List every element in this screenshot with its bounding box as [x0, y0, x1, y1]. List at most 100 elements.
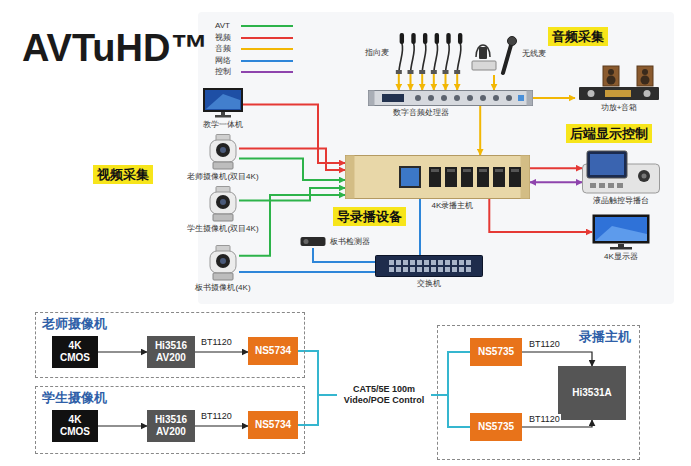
- icon-rect: [369, 91, 533, 106]
- icon-circle: [216, 254, 230, 268]
- icon-rect: [424, 267, 429, 272]
- icon-circle: [216, 195, 230, 209]
- connector-branch: [445, 74, 447, 90]
- device-caption: 数字音频处理器: [393, 108, 449, 118]
- connector: [298, 352, 470, 425]
- icon-rect: [382, 94, 404, 102]
- icon-rect: [210, 251, 236, 273]
- connector: [239, 271, 375, 273]
- device-caption: 无线麦: [522, 49, 546, 59]
- icon-rect: [587, 151, 627, 178]
- connector-branch: [456, 74, 458, 90]
- connector: [493, 75, 495, 90]
- brand-logo: AVTuHD™: [22, 26, 208, 70]
- icon-rect: [389, 267, 394, 272]
- chip-text: NS5735: [478, 346, 514, 358]
- device-caption: 学生摄像机(双目4K): [187, 224, 258, 234]
- icon-rect: [213, 162, 233, 169]
- icon-rect: [463, 169, 471, 172]
- device-icon: [375, 255, 483, 277]
- chip-text: NS5734: [255, 419, 291, 431]
- icon-rect: [593, 215, 650, 244]
- icon-circle: [506, 95, 512, 101]
- legend-row: 网络: [215, 56, 295, 67]
- icon-path: [206, 94, 240, 109]
- group-title: 老师摄像机: [42, 316, 107, 331]
- icon-rect: [401, 168, 419, 186]
- icon-path: [446, 43, 450, 74]
- icon-rect: [459, 260, 464, 265]
- dashed-group: 学生摄像机4K CMOSHi3516 AV200NS5734: [35, 386, 305, 454]
- device-caption: 交换机: [417, 279, 441, 289]
- tag-text: 音频采集: [552, 29, 604, 44]
- device-caption: 老师摄像机(双目4K): [187, 172, 258, 182]
- device-node: 教学一体机: [203, 88, 243, 118]
- device-caption: 教学一体机: [203, 120, 243, 130]
- icon-rect: [431, 70, 437, 74]
- icon-circle: [508, 37, 517, 46]
- legend-line: [241, 37, 293, 39]
- icon-rect: [445, 267, 450, 272]
- device-icon: [203, 88, 243, 118]
- chip-text: Hi3516 AV200: [155, 340, 187, 364]
- device-caption: 功放+音箱: [601, 103, 638, 113]
- icon-circle: [216, 143, 230, 157]
- legend-row: AVT: [215, 21, 295, 32]
- legend-line: [241, 25, 293, 27]
- connector-branch: [410, 74, 412, 90]
- connector: [98, 425, 147, 426]
- icon-circle: [607, 76, 616, 85]
- icon-circle: [641, 76, 650, 85]
- icon-rect: [479, 47, 487, 59]
- icon-line: [503, 45, 511, 73]
- device-icon: [368, 90, 533, 106]
- chip-text: 4K CMOS: [60, 414, 90, 438]
- icon-rect: [518, 95, 524, 101]
- device-node: 4K录播主机: [345, 155, 530, 199]
- dashed-group: 老师摄像机 4K CMOS Hi3516 AV200 NS5734: [35, 312, 305, 378]
- icon-rect: [590, 183, 596, 188]
- icon-rect: [603, 66, 619, 86]
- device-node: 液晶触控导播台: [582, 150, 660, 194]
- legend-row: 视频: [215, 33, 295, 44]
- legend-line: [241, 60, 293, 62]
- icon-circle: [493, 95, 499, 101]
- device-icon: [582, 150, 660, 194]
- device-caption: 指向麦: [365, 48, 389, 58]
- icon-circle: [588, 90, 595, 97]
- chip-box: Hi3531A: [558, 366, 626, 420]
- tag-text: 后端显示控制: [570, 126, 648, 141]
- device-caption: 液晶触控导播台: [593, 196, 649, 206]
- device-caption: 4K显示器: [604, 252, 638, 262]
- icon-rect: [419, 70, 425, 74]
- icon-rect: [466, 260, 471, 265]
- icon-path: [434, 43, 438, 74]
- connector-branch: [398, 74, 400, 90]
- chip-text: NS5735: [478, 421, 514, 433]
- device-node: 学生摄像机(双目4K): [207, 186, 239, 222]
- icon-rect: [454, 70, 460, 74]
- connector: [530, 181, 582, 183]
- icon-circle: [220, 258, 226, 264]
- icon-rect: [479, 169, 487, 172]
- connector: [313, 248, 375, 262]
- icon-rect: [608, 183, 614, 188]
- icon-rect: [438, 267, 443, 272]
- icon-rect: [637, 66, 653, 86]
- icon-rect: [396, 267, 401, 272]
- icon-rect: [417, 267, 422, 272]
- icon-rect: [617, 183, 623, 188]
- tag-text: 导录播设备: [337, 209, 402, 224]
- connector: [522, 352, 592, 366]
- chip-box: NS5734: [248, 337, 298, 365]
- connector: [98, 351, 147, 352]
- chip-text: 4K CMOS: [60, 340, 90, 364]
- connector: [489, 199, 592, 232]
- legend-text: 控制: [215, 67, 231, 77]
- device-icon: [592, 214, 650, 250]
- legend-text: 音频: [215, 44, 231, 54]
- icon-rect: [466, 267, 471, 272]
- chip-text: Hi3531A: [572, 387, 611, 399]
- device-node: 老师摄像机(双目4K): [207, 134, 239, 170]
- icon-rect: [423, 33, 427, 44]
